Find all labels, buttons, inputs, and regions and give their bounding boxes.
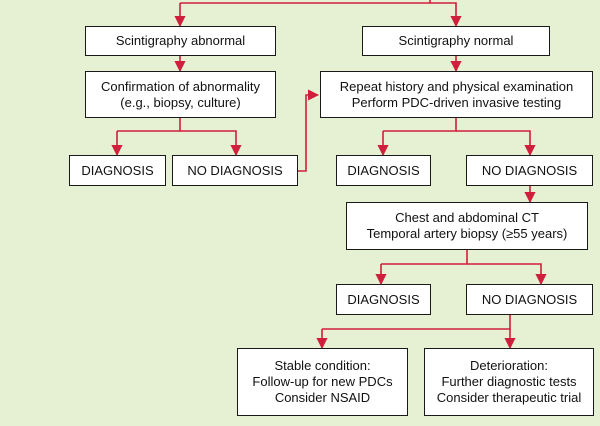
box-text-line: Chest and abdominal CT [395, 210, 539, 225]
box-scintigraphy-abnormal: Scintigraphy abnormal [85, 26, 276, 56]
box-text-line: Repeat history and physical examination [339, 78, 574, 94]
connector-ct-split [381, 250, 468, 265]
box-text-line: (e.g., biopsy, culture) [120, 94, 241, 110]
box-text-line: Confirmation of abnormality [101, 78, 260, 94]
box-scintigraphy-normal: Scintigraphy normal [362, 26, 550, 56]
connector-top-split [180, 0, 431, 4]
box-no-diagnosis-mid: NO DIAGNOSIS [466, 155, 593, 186]
box-text-line: Consider NSAID [274, 390, 371, 405]
box-text-line: NO DIAGNOSIS [481, 291, 578, 307]
connector-to-nodx-left [180, 130, 242, 157]
box-confirmation-of-abnormality: Confirmation of abnormality(e.g., biopsy… [85, 71, 276, 118]
box-text-line: Scintigraphy abnormal [115, 33, 246, 48]
box-text-line: DIAGNOSIS [347, 291, 420, 307]
box-diagnosis-left: DIAGNOSIS [69, 155, 166, 186]
box-no-diagnosis-low: NO DIAGNOSIS [466, 284, 593, 315]
box-diagnosis-low: DIAGNOSIS [336, 284, 431, 315]
connector-to-scint-normal [430, 2, 462, 28]
box-text-line: Scintigraphy normal [398, 33, 514, 48]
box-text-line: Perform PDC-driven invasive testing [351, 94, 562, 110]
box-no-diagnosis-left: NO DIAGNOSIS [172, 155, 298, 186]
connector-confirmation-split [117, 118, 181, 132]
connector-repeat-split [383, 118, 457, 132]
box-text-line: Temporal artery biopsy (≥55 years) [366, 226, 568, 241]
box-text-line: NO DIAGNOSIS [481, 162, 578, 178]
connector-nodx-low-split [322, 315, 511, 330]
box-text-line: Deterioration: [469, 358, 549, 373]
box-text-line: DIAGNOSIS [347, 162, 420, 178]
connector-to-nodx-mid [456, 130, 536, 157]
box-text-line: NO DIAGNOSIS [187, 162, 283, 178]
box-text-line: Consider therapeutic trial [436, 390, 582, 405]
connector-nodx-left-to-repeat [298, 89, 320, 172]
box-text-line: Follow-up for new PDCs [252, 374, 393, 389]
box-text-line: Further diagnostic tests [441, 374, 577, 389]
box-text-line: Stable condition: [274, 358, 371, 373]
connector-to-nodx-low [467, 263, 547, 286]
box-diagnosis-mid: DIAGNOSIS [336, 155, 431, 186]
box-text-line: DIAGNOSIS [81, 162, 154, 178]
